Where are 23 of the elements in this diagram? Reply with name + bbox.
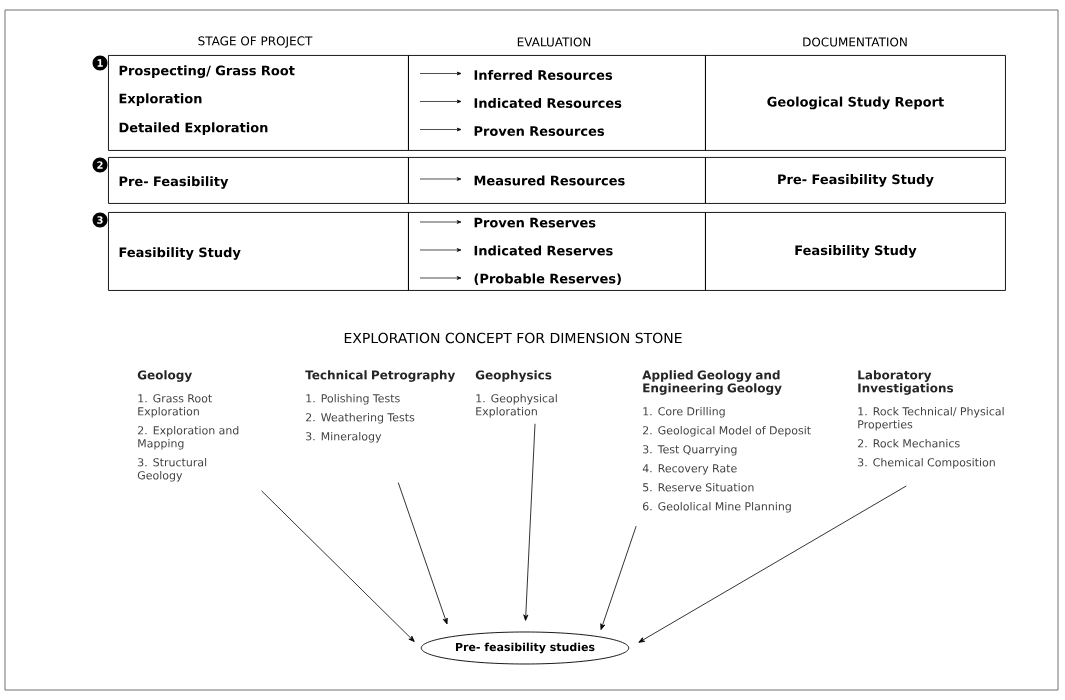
text-column: Technical Petrography 1. Polishing Tests 2. Weathering Tests 3. Mineralogy — [305, 370, 456, 443]
text-column: Geophysics 1. Geophysical Exploration — [475, 370, 557, 418]
arrow — [638, 485, 907, 643]
arrow — [600, 525, 637, 630]
arrow — [397, 482, 448, 625]
evaluation-cell: Proven Reserves Indicated Reserves (Probable Reserves) — [408, 212, 706, 291]
stage-cell: Pre- Feasibility — [108, 157, 409, 204]
documentation-cell: Pre- Feasibility Study — [705, 157, 1006, 204]
circled-number: 1 — [92, 55, 108, 71]
circled-number: 2 — [92, 157, 108, 173]
evaluation-cell: Measured Resources — [408, 157, 706, 204]
stage-cell: Feasibility Study — [108, 212, 409, 291]
evaluation-cell: Inferred Resources Indicated Resources Proven Resources — [408, 55, 706, 151]
arrow — [261, 490, 415, 642]
stage-cell: Prospecting/ Grass Root Exploration Detailed Exploration — [108, 55, 409, 151]
text-column: Applied Geology and Engineering Geology 1. Core Drilling 2. Geological Model of Deposit 3. Test Quarrying 4. Recovery Rate 5. Reserve Situation 6. Geololical Mine Planning — [642, 370, 811, 513]
arrow — [523, 423, 536, 621]
documentation-cell: Geological Study Report — [705, 55, 1006, 151]
section-heading: EXPLORATION CONCEPT FOR DIMENSION STONE — [344, 332, 682, 344]
documentation-cell: Feasibility Study — [705, 212, 1006, 291]
circled-number: 3 — [92, 212, 108, 228]
text-column: Geology 1. Grass Root Exploration 2. Exploration and Mapping 3. Structural Geology — [137, 370, 239, 482]
text-column: Laboratory Investigations 1. Rock Technical/ Physical Properties 2. Rock Mechanics 3. Chemical Composition — [858, 370, 1004, 469]
